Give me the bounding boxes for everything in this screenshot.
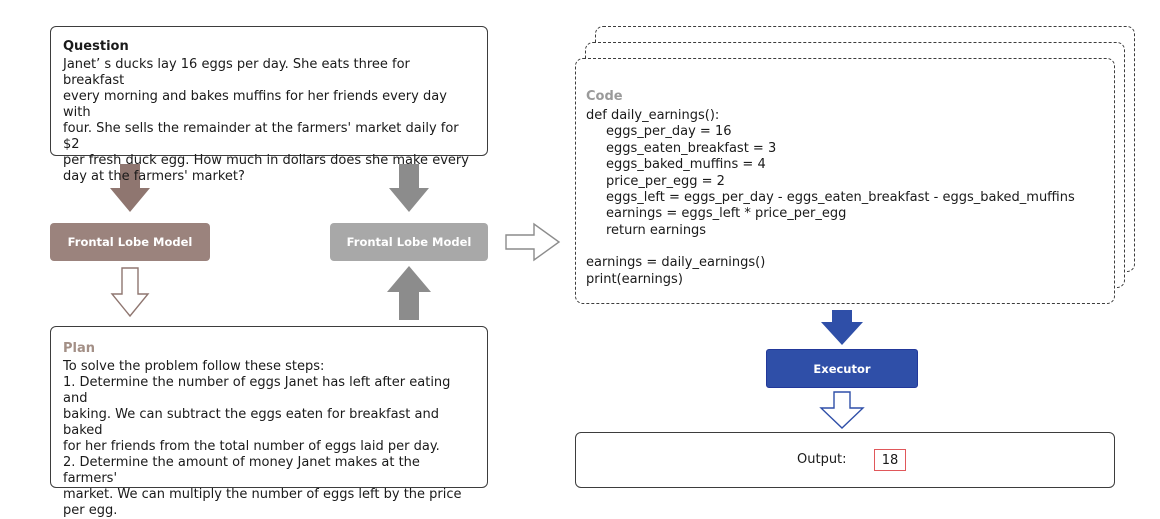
code-line: eggs_per_day = 16 (606, 124, 732, 140)
model-to-code-arrow (505, 222, 561, 262)
code-box: Code def daily_earnings(): eggs_per_day … (575, 58, 1115, 304)
plan-to-right-model-arrow (387, 266, 431, 320)
code-line: eggs_left = eggs_per_day - eggs_eaten_br… (606, 190, 1075, 206)
plan-title: Plan (63, 341, 96, 356)
code-title: Code (586, 89, 623, 104)
code-line: eggs_baked_muffins = 4 (606, 157, 766, 173)
output-label: Output: (797, 452, 847, 467)
code-line: earnings = eggs_left * price_per_egg (606, 206, 847, 222)
question-box: Question Janet’ s ducks lay 16 eggs per … (50, 26, 488, 184)
question-text: Janet’ s ducks lay 16 eggs per day. She … (63, 57, 469, 184)
executor-to-output-arrow (819, 391, 865, 429)
frontal-lobe-model-left: Frontal Lobe Model (50, 223, 210, 261)
question-title: Question (63, 39, 129, 54)
code-line: return earnings (606, 222, 707, 238)
code-blank-line (576, 239, 1114, 255)
executor-box: Executor (766, 349, 918, 388)
code-line: earnings = daily_earnings() (586, 255, 766, 271)
output-box: Output: 18 (575, 432, 1115, 488)
plan-box: Plan To solve the problem follow these s… (50, 326, 488, 518)
frontal-lobe-model-right: Frontal Lobe Model (330, 223, 488, 261)
output-value: 18 (874, 449, 906, 471)
model-to-plan-arrow (110, 267, 150, 318)
code-line: def daily_earnings(): (586, 108, 720, 123)
code-line: eggs_eaten_breakfast = 3 (606, 140, 777, 156)
code-line: price_per_egg = 2 (606, 173, 725, 189)
code-line: print(earnings) (586, 271, 683, 287)
plan-text: To solve the problem follow these steps:… (63, 359, 462, 518)
code-to-executor-arrow (821, 310, 863, 345)
